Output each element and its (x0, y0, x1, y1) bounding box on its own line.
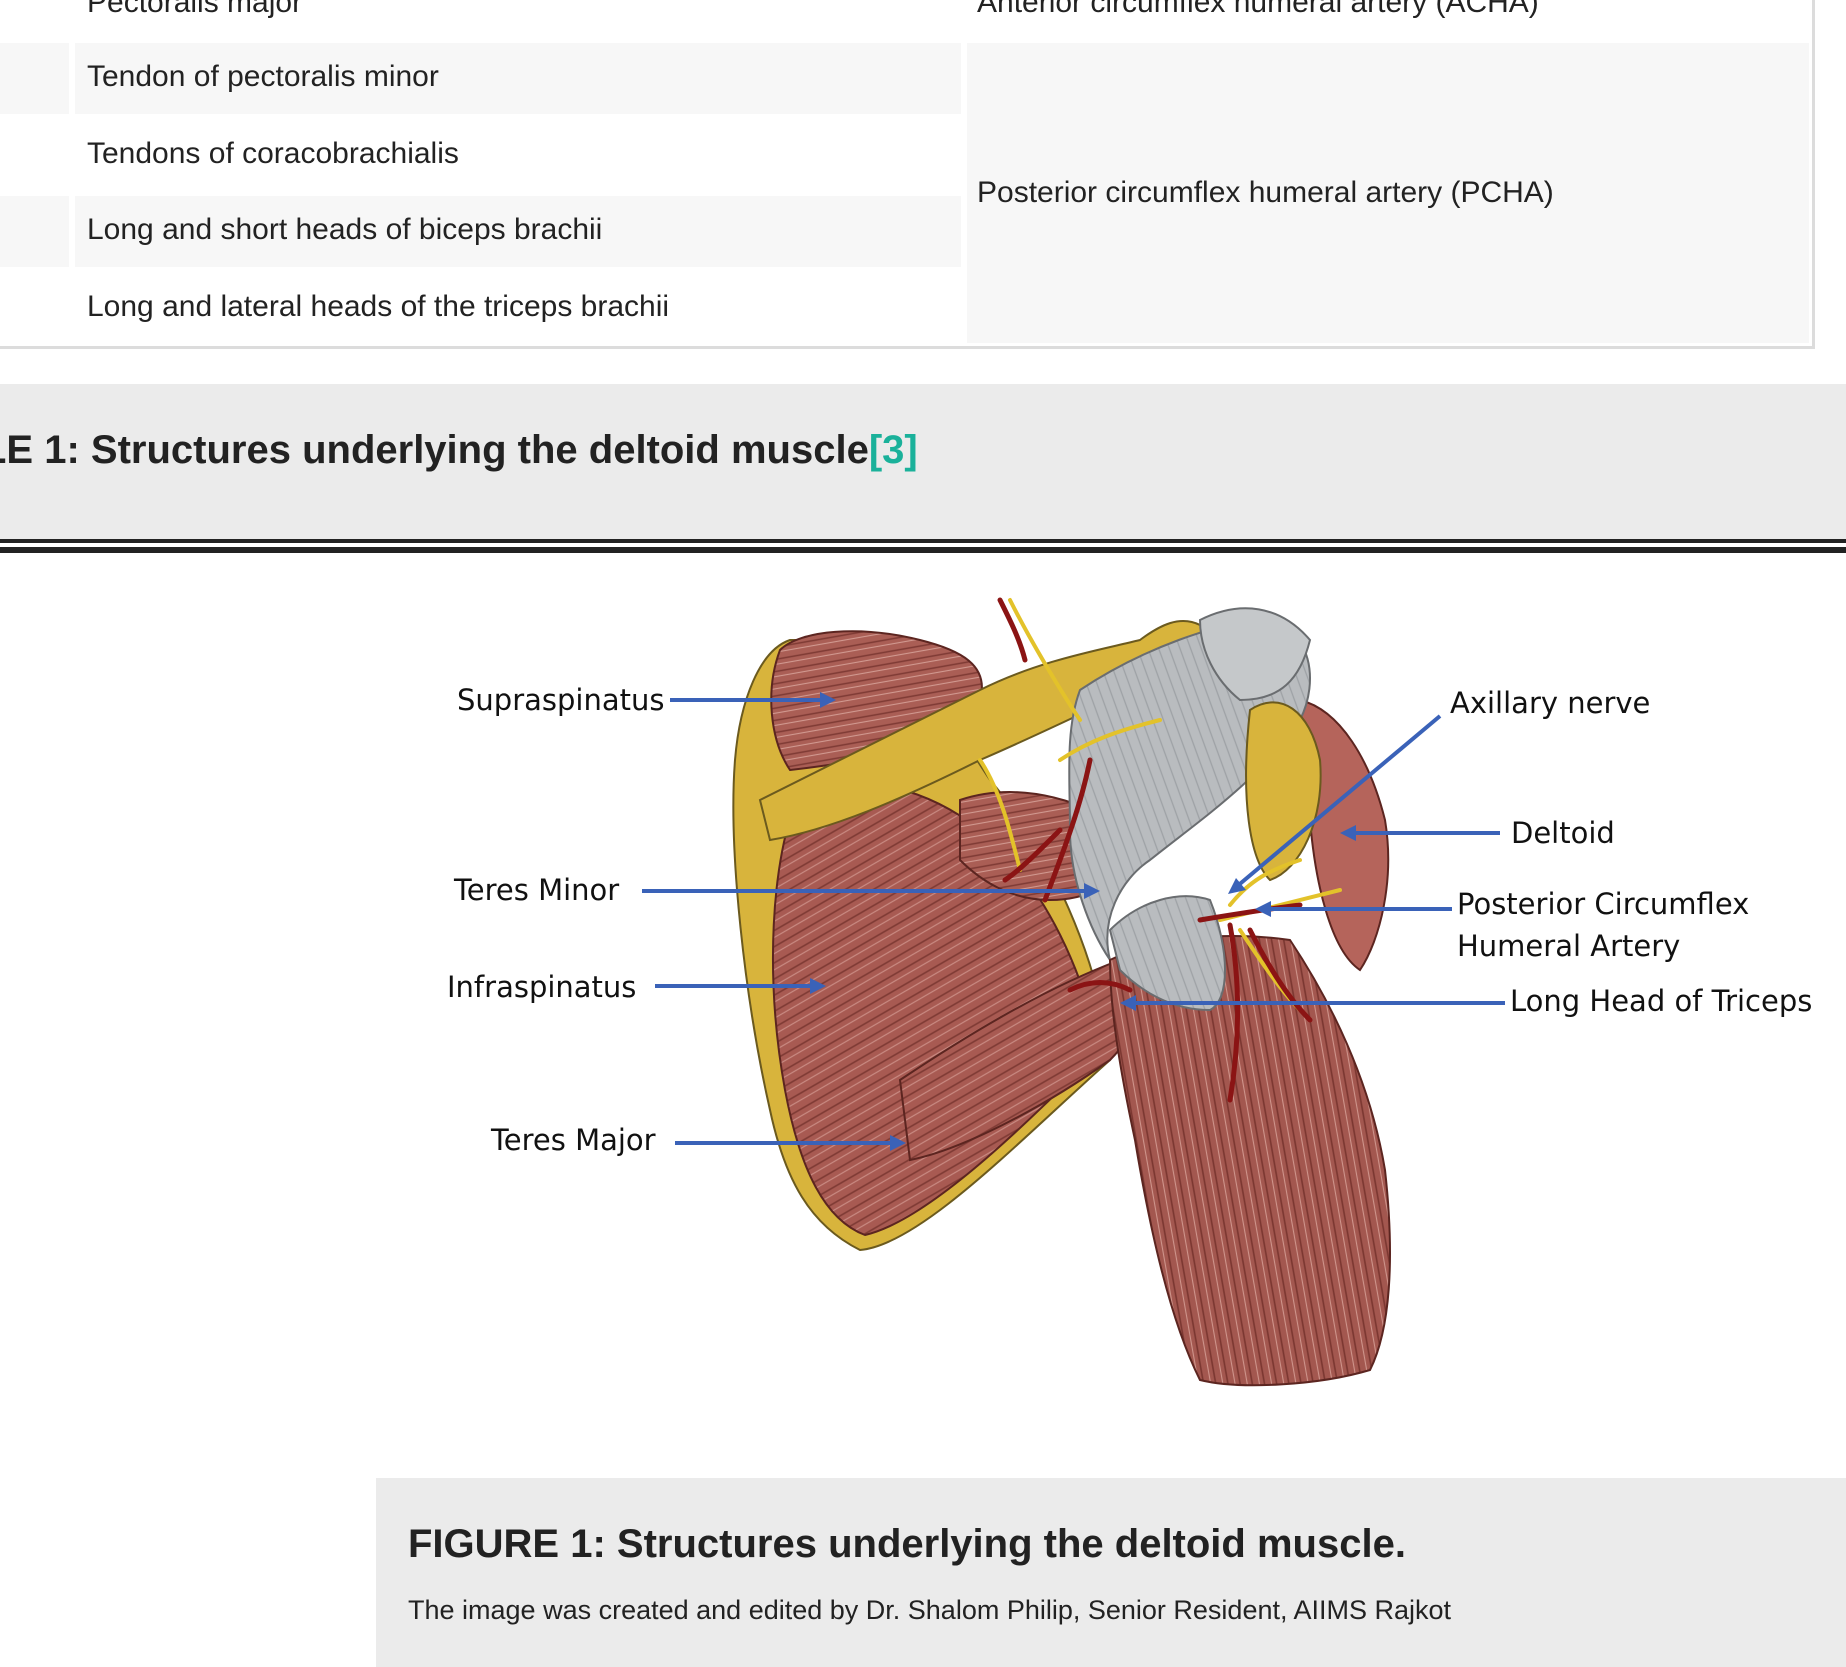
merged-cell-bg (967, 43, 1809, 343)
citation-link[interactable]: [3] (868, 428, 918, 472)
merged-table-cell: Posterior circumflex humeral artery (PCH… (977, 176, 1554, 209)
humeral-head (1245, 701, 1322, 882)
label-supraspinatus: Supraspinatus (457, 683, 664, 717)
long-head-triceps-muscle (1108, 935, 1391, 1387)
figure-caption-credit: The image was created and edited by Dr. … (408, 1595, 1452, 1625)
label-pcha-line1: Posterior Circumflex (1457, 887, 1749, 921)
triceps-tendon (1108, 895, 1226, 1012)
label-teres-minor: Teres Minor (453, 873, 619, 907)
row-stub-bg (0, 196, 69, 267)
label-infraspinatus: Infraspinatus (447, 970, 636, 1004)
table-cell: Long and short heads of biceps brachii (87, 213, 603, 246)
leader-lines (642, 698, 1505, 1145)
divider (0, 547, 1846, 553)
table-caption-title: LE 1: Structures underlying the deltoid … (0, 428, 918, 473)
tendon-band (1198, 607, 1312, 702)
table-border (1812, 0, 1815, 349)
table-caption-text: LE 1: Structures underlying the deltoid … (0, 428, 869, 472)
figure-caption-title: FIGURE 1: Structures underlying the delt… (408, 1522, 1406, 1566)
table-cell: Pectoralis major (87, 0, 303, 19)
table-cell: Anterior circumflex humeral artery (ACHA… (977, 0, 1539, 19)
table-row-bg (75, 196, 961, 267)
label-deltoid: Deltoid (1511, 816, 1615, 850)
deltoid-anatomy-figure: Supraspinatus Teres Minor Infraspinatus … (447, 597, 1812, 1387)
table-cell: Tendon of pectoralis minor (87, 60, 439, 93)
label-pcha-line2: Humeral Artery (1457, 929, 1680, 963)
table-border (0, 346, 1815, 349)
table-row-bg (75, 43, 961, 114)
table-caption: LE 1: Structures underlying the deltoid … (0, 384, 1846, 539)
figure-caption: FIGURE 1: Structures underlying the delt… (376, 1478, 1846, 1667)
leader-axillary-nerve (1233, 714, 1442, 890)
label-axillary-nerve: Axillary nerve (1450, 686, 1650, 720)
posterior-circumflex-humeral-artery (997, 597, 1313, 1103)
divider (0, 539, 1846, 543)
label-long-head-triceps: Long Head of Triceps (1510, 984, 1812, 1018)
arrowheads (810, 692, 1356, 1151)
table-cell: Tendons of coracobrachialis (87, 137, 459, 170)
table-cell: Long and lateral heads of the triceps br… (87, 290, 670, 323)
label-teres-major: Teres Major (490, 1123, 656, 1157)
structures-table: Pectoralis major Tendon of pectoralis mi… (0, 0, 1815, 349)
axillary-nerve (978, 598, 1342, 1012)
row-stub-bg (0, 43, 69, 114)
